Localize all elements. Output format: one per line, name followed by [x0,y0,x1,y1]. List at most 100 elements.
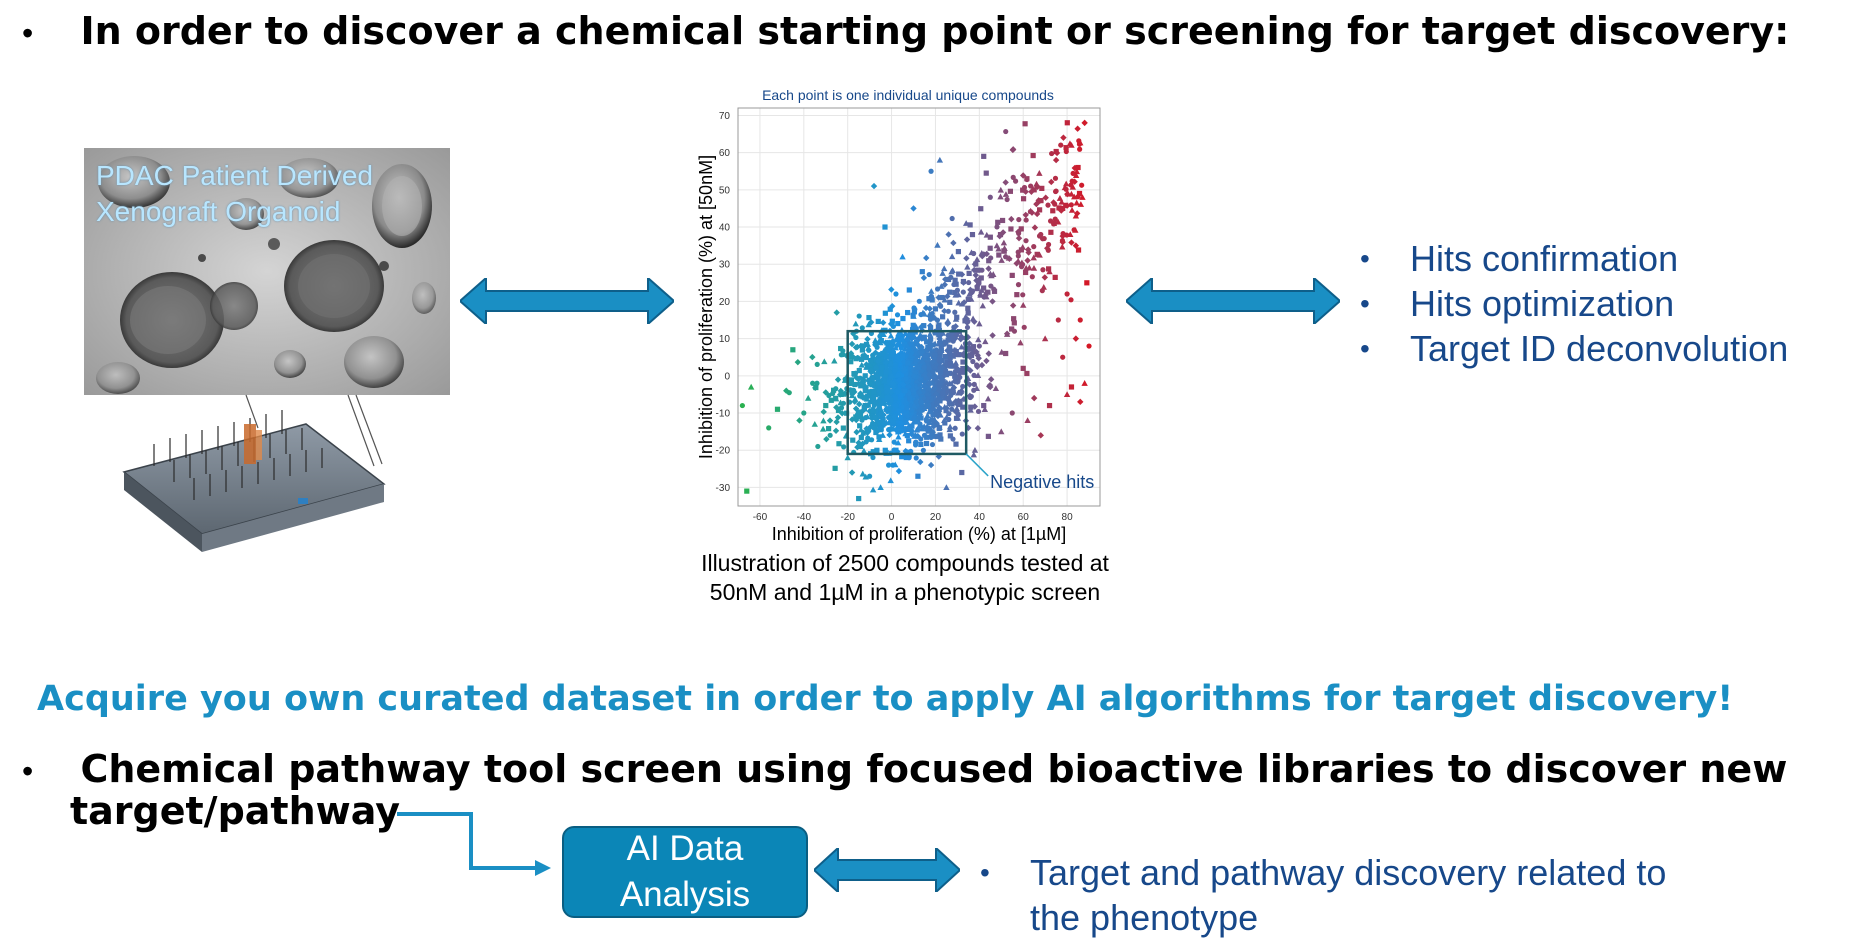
data-point [1031,187,1037,193]
data-point [907,395,913,401]
data-point [939,329,947,336]
data-point [825,426,832,432]
data-point [913,358,919,364]
data-point [947,433,953,439]
data-point [997,186,1004,193]
bullet-glyph: • [22,753,34,789]
data-point [895,429,901,435]
data-point [863,439,869,445]
plot-frame [737,107,1101,507]
data-point [859,325,865,331]
data-point [794,358,802,366]
data-point [1063,391,1071,398]
double-arrow-right [1126,278,1340,324]
data-point [1030,152,1036,159]
data-point [904,336,910,343]
data-point [966,279,972,286]
data-point [929,373,936,380]
data-point [902,397,910,404]
data-point [744,488,750,494]
data-point [1072,172,1080,178]
data-point [970,358,976,365]
data-point [983,250,990,258]
data-point [857,412,864,418]
chart-caption: Illustration of 2500 compounds tested at… [670,549,1140,607]
data-point [1041,335,1049,342]
data-point [946,344,952,350]
y-tick-label: 10 [719,334,731,345]
data-point [910,322,916,328]
data-point [1051,220,1057,227]
data-point [918,311,924,318]
data-point [898,345,904,351]
data-point [936,332,942,338]
data-point [873,364,879,370]
data-point [905,360,911,366]
data-point [833,386,839,392]
data-point [911,415,917,421]
data-point [954,409,961,417]
data-point [1010,174,1016,180]
data-point [1058,142,1064,148]
data-point [1030,394,1038,402]
data-point [943,414,950,420]
data-point [927,400,933,407]
y-tick-label: -20 [716,446,731,457]
data-point [898,392,904,398]
data-point [966,346,974,352]
data-point [1002,254,1009,260]
data-point [1068,182,1074,188]
data-point [1077,398,1084,406]
data-point [910,343,918,350]
data-point [1019,172,1027,179]
data-point [870,375,877,382]
data-point [976,320,983,327]
data-point [943,388,951,394]
y-tick-label: 40 [719,223,731,234]
data-point [978,250,985,256]
data-point [865,393,871,399]
data-point [891,439,897,445]
data-point [1072,226,1079,233]
data-point [1068,297,1074,303]
data-point [1019,243,1026,250]
y-tick-label: 50 [719,185,731,196]
data-point [979,302,986,309]
data-point [918,436,924,442]
data-point [954,314,960,320]
data-point [968,249,975,256]
data-point [1046,268,1053,275]
data-point [900,315,906,322]
data-point [943,379,950,386]
data-point [906,390,912,396]
data-point [1074,210,1081,217]
data-point [947,299,953,305]
data-point [910,205,917,212]
data-point [851,395,859,402]
scatter-chart: Each point is one individual unique comp… [696,87,1101,544]
data-point [859,347,866,353]
data-point [963,255,970,262]
data-point [943,484,950,491]
data-point [952,289,958,296]
data-point [978,287,985,293]
data-point [985,265,992,272]
data-point [871,383,877,389]
data-point [929,297,935,303]
data-point [903,410,909,416]
data-point [965,305,971,311]
data-point [923,254,930,262]
data-point [1068,206,1076,213]
data-point [834,376,842,383]
data-point [946,395,952,401]
data-point [853,414,859,420]
data-point [894,439,902,446]
data-point [1062,180,1070,187]
data-point [950,331,956,337]
data-point [1000,239,1008,246]
data-point [894,353,901,361]
data-point [965,296,971,302]
data-point [1018,247,1025,253]
data-point [964,263,971,270]
data-point [985,350,992,357]
